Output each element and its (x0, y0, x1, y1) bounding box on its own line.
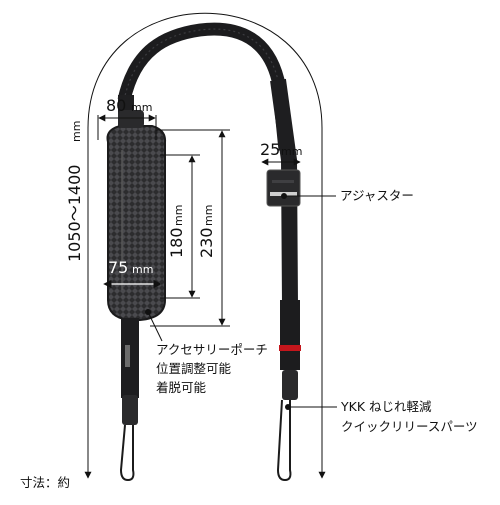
right-strap-lower (276, 300, 301, 482)
pouch-height-b-value: 230 (197, 227, 216, 258)
pouch-height-a-value: 180 (167, 227, 186, 258)
pouch-inner-width-unit: mm (132, 263, 153, 276)
strap-width-unit: mm (281, 145, 302, 158)
dimension-180mm: 180 mm (160, 154, 200, 299)
strap-width-value: 25 (260, 140, 280, 159)
dimension-25mm: 25 mm (260, 140, 302, 166)
clip-callout: YKK ねじれ軽減 クイックリリースパーツ (285, 399, 478, 434)
overall-length-unit: mm (70, 121, 83, 142)
clip-label-line2: クイックリリースパーツ (341, 419, 478, 434)
overall-length-value: 1050〜1400 (65, 165, 84, 262)
adjuster-callout: アジャスター (281, 188, 414, 203)
adjuster-buckle (266, 169, 301, 207)
dimension-overall-length: 1050〜1400 mm (65, 121, 84, 262)
pouch-callout: アクセサリーポーチ 位置調整可能 着脱可能 (145, 309, 268, 395)
left-strap-lower (119, 318, 139, 482)
dimension-230mm: 230 mm (150, 129, 230, 327)
dimension-note: 寸法：約 (20, 475, 70, 490)
pouch-top-width-unit: mm (131, 101, 152, 114)
pouch-inner-width-value: 75 (108, 258, 128, 277)
pouch-height-a-unit: mm (172, 205, 185, 226)
pouch-label-line1: アクセサリーポーチ (156, 342, 268, 357)
overall-length-outline (84, 12, 326, 479)
pouch-height-b-unit: mm (202, 205, 215, 226)
pouch-top-width-value: 80 (106, 96, 126, 115)
pouch-label-line3: 着脱可能 (156, 380, 207, 395)
pouch-label-line2: 位置調整可能 (156, 361, 232, 376)
accessory-pouch (106, 110, 167, 321)
adjuster-label: アジャスター (340, 188, 414, 203)
dimension-75mm: 75 mm (103, 258, 162, 289)
dimension-80mm: 80 mm (97, 96, 157, 140)
clip-label-line1: YKK ねじれ軽減 (340, 399, 432, 414)
